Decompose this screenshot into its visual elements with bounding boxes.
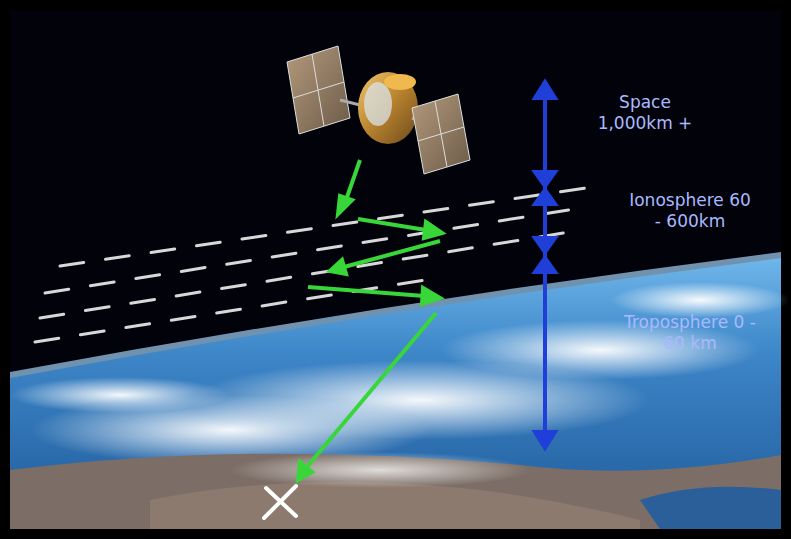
ionosphere-dash	[171, 317, 195, 321]
ionosphere-dash	[35, 338, 59, 342]
ionosphere-dash	[454, 224, 478, 228]
ionosphere-dash	[267, 277, 291, 281]
satellite	[287, 46, 470, 174]
cloud	[10, 377, 230, 413]
ionosphere-dash	[126, 324, 150, 328]
ionosphere-dash	[561, 188, 585, 192]
ionosphere-dash	[272, 253, 296, 257]
ionosphere-dash	[151, 249, 175, 253]
space-ground	[10, 10, 781, 529]
ionosphere-dash	[222, 285, 246, 289]
altitude-label: Ionosphere 60 - 600km	[625, 190, 755, 232]
ionosphere-dash	[333, 222, 357, 226]
ionosphere-dash	[470, 202, 494, 206]
ionosphere-dash	[424, 209, 448, 213]
land	[150, 482, 640, 529]
ionosphere-dash	[449, 248, 473, 252]
sea	[640, 487, 781, 529]
ionosphere-dash	[181, 268, 205, 272]
altitude-label: Troposphere 0 - 60 km	[620, 312, 760, 354]
ionosphere-dash	[308, 295, 332, 299]
ionosphere-dash	[131, 299, 155, 303]
ionosphere-dash	[136, 275, 160, 279]
ionosphere-dash	[242, 236, 266, 240]
ionosphere-dash	[262, 302, 286, 306]
ionosphere-dash	[499, 217, 523, 221]
altitude-scale	[535, 82, 555, 448]
ionosphere-dash	[494, 241, 518, 245]
ionosphere-dash	[227, 260, 251, 264]
ionosphere-dash	[398, 280, 422, 284]
ionosphere-dash	[40, 314, 64, 318]
receiver-mark	[264, 486, 296, 518]
ionosphere-dash	[80, 331, 104, 335]
ionosphere-dash	[60, 263, 84, 267]
ionosphere-dash	[515, 195, 539, 199]
ionosphere-dash	[288, 229, 312, 233]
altitude-label: Space 1,000km +	[590, 92, 700, 134]
signal-path	[298, 160, 442, 480]
ionosphere-dash	[197, 242, 221, 246]
ionosphere-dash	[45, 289, 69, 293]
ionosphere-dash	[379, 215, 403, 219]
ionosphere-dash	[363, 239, 387, 243]
ionosphere-dash	[176, 292, 200, 296]
ionosphere-dash	[403, 255, 427, 259]
ionosphere-dash	[545, 210, 569, 214]
cloud	[230, 452, 530, 488]
ionosphere-dash	[318, 246, 342, 250]
ionosphere-dash	[217, 309, 241, 313]
ionosphere-layer	[35, 188, 584, 342]
ionosphere-dash	[85, 307, 109, 311]
ionosphere-dash	[106, 256, 130, 260]
ionosphere-dash	[90, 282, 114, 286]
